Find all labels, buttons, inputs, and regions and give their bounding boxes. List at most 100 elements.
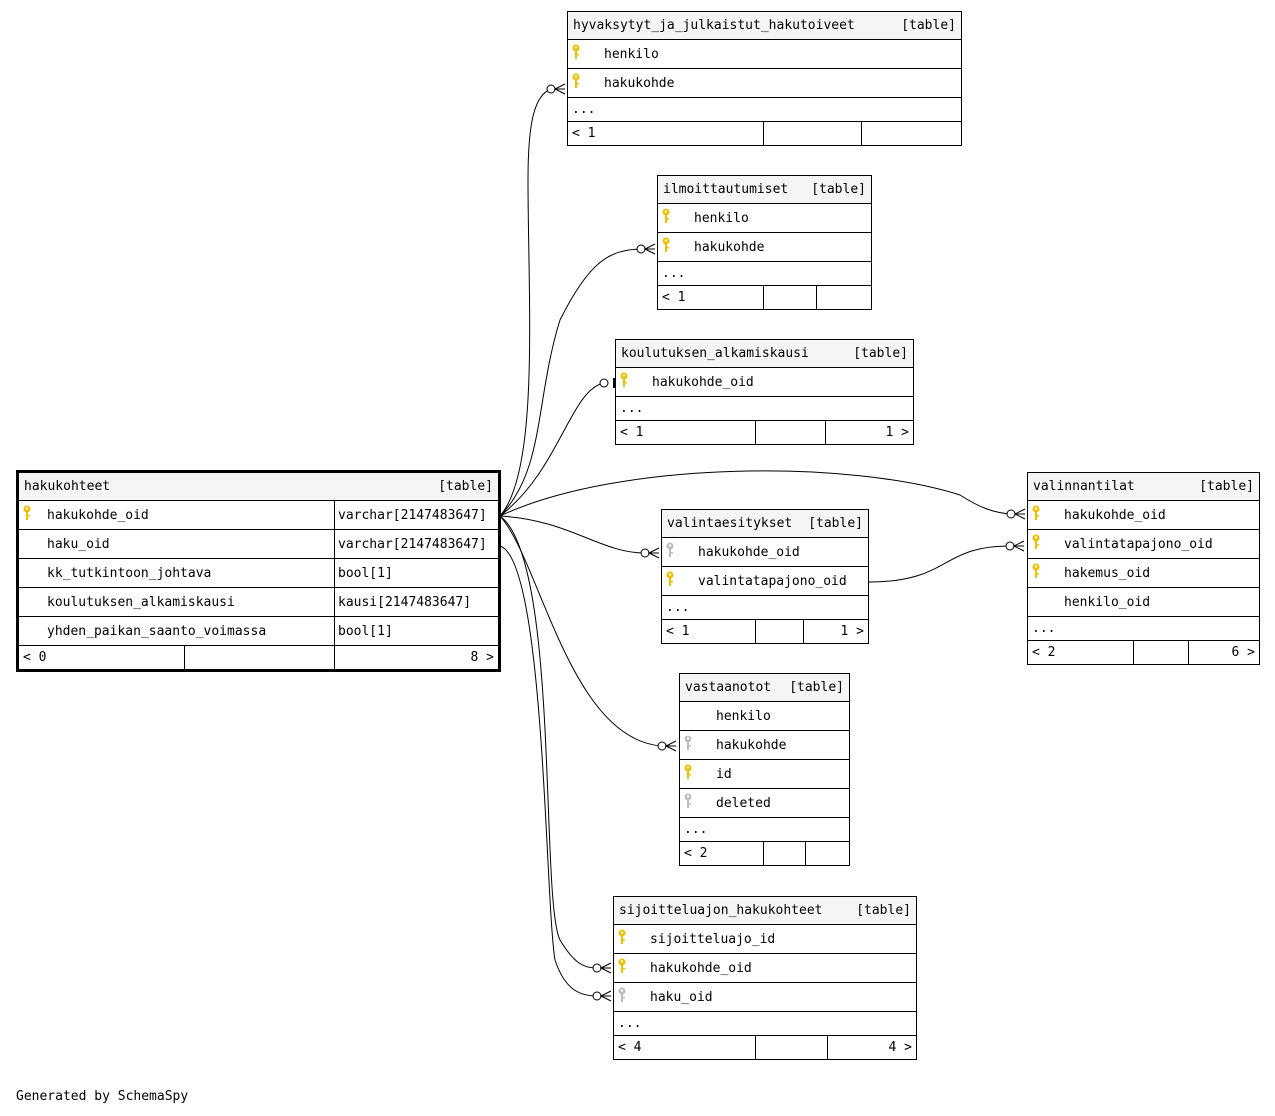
children-count[interactable]: 4 > <box>888 1040 912 1055</box>
table-hyvaksytyt-ja-julkaistut-hakutoiveet[interactable]: hyvaksytyt_ja_julkaistut_hakutoiveet [ta… <box>567 11 962 146</box>
key-icon <box>658 208 674 228</box>
parents-count[interactable]: < 1 <box>616 421 756 444</box>
key-icon <box>680 764 696 784</box>
table-name: koulutuksen_alkamiskausi <box>621 346 809 361</box>
table-header: hyvaksytyt_ja_julkaistut_hakutoiveet [ta… <box>568 12 961 40</box>
column-row[interactable]: henkilo <box>658 204 871 233</box>
table-name: valintaesitykset <box>667 516 793 531</box>
table-header: koulutuksen_alkamiskausi [table] <box>616 340 913 368</box>
table-tag: [table] <box>789 680 844 695</box>
column-row[interactable]: valintatapajono_oid <box>662 567 868 596</box>
footer-spacer <box>1134 641 1189 664</box>
column-name: deleted <box>716 795 771 811</box>
column-row[interactable]: id <box>680 760 849 789</box>
key-icon <box>680 793 696 813</box>
children-count[interactable]: 8 > <box>470 650 494 665</box>
column-row[interactable]: deleted <box>680 789 849 818</box>
optional-marker <box>657 741 667 751</box>
table-koulutuksen-alkamiskausi[interactable]: koulutuksen_alkamiskausi [table] hakukoh… <box>615 339 914 445</box>
edge-valintaesitykset-valinnantilat <box>868 545 1011 583</box>
column-name: hakukohde_oid <box>698 544 800 560</box>
table-footer: < 1 <box>658 286 871 309</box>
column-name: yhden_paikan_saanto_voimassa <box>47 623 267 639</box>
column-name: henkilo <box>694 210 749 226</box>
column-row[interactable]: hakukohde_oid <box>616 368 913 397</box>
key-icon <box>19 505 35 525</box>
parents-count[interactable]: < 0 <box>19 646 185 669</box>
table-sijoitteluajon-hakukohteet[interactable]: sijoitteluajon_hakukohteet [table] sijoi… <box>613 896 917 1060</box>
key-icon <box>1028 534 1044 554</box>
children-count[interactable]: 1 > <box>885 425 909 440</box>
column-row[interactable]: haku_oid <box>614 983 916 1012</box>
parents-count[interactable]: < 2 <box>680 842 764 865</box>
edge-koulutuksen <box>499 382 605 517</box>
column-row[interactable]: hakukohde <box>680 731 849 760</box>
table-ilmoittautumiset[interactable]: ilmoittautumiset [table] henkilo hakukohd… <box>657 175 872 310</box>
crowfoot-marker <box>1012 540 1025 552</box>
parents-count[interactable]: < 1 <box>568 122 764 145</box>
more-columns: ... <box>1028 617 1259 641</box>
children-count <box>862 122 961 145</box>
optional-marker <box>592 963 602 973</box>
column-name: hakemus_oid <box>1064 565 1151 581</box>
column-row[interactable]: henkilo <box>680 702 849 731</box>
crowfoot-marker <box>1013 508 1026 520</box>
column-row[interactable]: hakukohde <box>658 233 871 262</box>
column-row[interactable]: valintatapajono_oid <box>1028 530 1259 559</box>
table-header: valinnantilat [table] <box>1028 473 1259 501</box>
column-name: henkilo_oid <box>1064 594 1151 610</box>
edge-valinnantilat <box>499 470 1012 517</box>
footer-spacer <box>756 620 804 643</box>
column-list: henkilo hakukohde <box>658 204 871 262</box>
children-count[interactable]: 6 > <box>1231 645 1255 660</box>
column-row[interactable]: hakukohde <box>568 69 961 98</box>
table-tag: [table] <box>438 479 493 494</box>
table-footer: < 1 1 > <box>616 421 913 444</box>
column-name: valintatapajono_oid <box>1064 536 1213 552</box>
table-header: ilmoittautumiset [table] <box>658 176 871 204</box>
column-list: hakukohde_oid valintatapajono_oid <box>662 538 868 596</box>
children-count[interactable]: 1 > <box>840 624 864 639</box>
column-row[interactable]: henkilo <box>568 40 961 69</box>
footer-spacer <box>764 122 862 145</box>
column-list: hakukohde_oid valintatapajono_oid hakemus_… <box>1028 501 1259 617</box>
parents-count[interactable]: < 2 <box>1028 641 1134 664</box>
table-name: hyvaksytyt_ja_julkaistut_hakutoiveet <box>573 18 855 33</box>
column-name: valintatapajono_oid <box>698 573 847 589</box>
parents-count[interactable]: < 1 <box>658 286 764 309</box>
column-row[interactable]: henkilo_oid <box>1028 588 1259 617</box>
column-row[interactable]: hakukohde_oid <box>1028 501 1259 530</box>
key-icon <box>568 44 584 64</box>
column-type: varchar[2147483647] <box>334 501 498 529</box>
table-footer: < 1 1 > <box>662 620 868 643</box>
key-icon <box>614 929 630 949</box>
table-header: sijoitteluajon_hakukohteet [table] <box>614 897 916 925</box>
footer-spacer <box>756 421 826 444</box>
table-name: hakukohteet <box>24 479 111 494</box>
parents-count[interactable]: < 1 <box>662 620 756 643</box>
column-name: hakukohde <box>716 737 787 753</box>
column-row[interactable]: hakukohde_oid <box>614 954 916 983</box>
optional-marker <box>599 378 609 388</box>
column-name: id <box>716 766 732 782</box>
crowfoot-marker <box>664 740 677 752</box>
key-icon <box>616 372 632 392</box>
column-row[interactable]: sijoitteluajo_id <box>614 925 916 954</box>
column-row[interactable]: hakukohde_oid <box>662 538 868 567</box>
optional-marker <box>546 84 556 94</box>
column-row[interactable]: hakemus_oid <box>1028 559 1259 588</box>
parents-count[interactable]: < 4 <box>614 1036 756 1059</box>
key-icon <box>614 958 630 978</box>
table-footer: < 4 4 > <box>614 1036 916 1059</box>
